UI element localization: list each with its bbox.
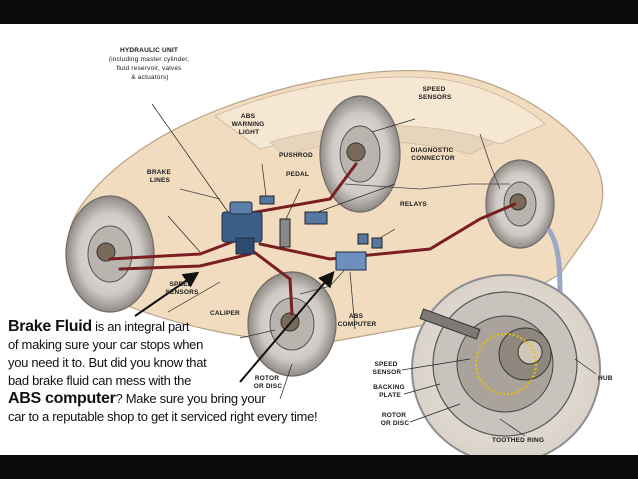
slide: HYDRAULIC UNIT (including master cylinde… — [0, 24, 638, 455]
leader-lines — [151, 103, 597, 437]
label-pedal: PEDAL — [286, 171, 309, 178]
label-brake-lines: BRAKE LINES — [147, 169, 173, 184]
hydraulic-unit — [221, 201, 263, 255]
inset-detail — [411, 274, 601, 455]
diagram-labels: HYDRAULIC UNIT (including master cylinde… — [109, 47, 613, 444]
caption-line-5: ABS computer? Make sure you bring your — [8, 390, 266, 407]
caption: Brake Fluid is an integral part of makin… — [8, 318, 368, 426]
callout-arrows — [134, 270, 335, 383]
relays — [357, 233, 383, 249]
label-speed-sensor-inset: SPEED SENSOR — [373, 361, 402, 376]
abs-computer-box — [335, 251, 367, 271]
wheel-front-center — [247, 271, 337, 377]
caption-term-brake-fluid: Brake Fluid — [8, 318, 92, 335]
wheel-rear-top — [319, 95, 401, 213]
label-diagnostic-connector: DIAGNOSTIC CONNECTOR — [411, 147, 456, 162]
label-relays: RELAYS — [400, 201, 427, 208]
label-speed-sensors-left: SPEED SENSORS — [165, 281, 199, 296]
caption-line-1: Brake Fluid is an integral part — [8, 318, 190, 335]
label-backing-plate: BACKING PLATE — [373, 384, 407, 399]
diagnostic-connector — [304, 211, 328, 225]
wheel-front-left — [65, 195, 155, 313]
wheel-rear-right — [485, 159, 555, 249]
caption-line-4: bad brake fluid can mess with the — [8, 373, 192, 388]
label-rotor-or-disc-center: ROTOR OR DISC — [254, 375, 283, 390]
label-pushrod: PUSHROD — [279, 152, 313, 159]
label-speed-sensors-top: SPEED SENSORS — [418, 86, 452, 101]
caption-line-6: car to a reputable shop to get it servic… — [8, 409, 318, 424]
label-rotor-or-disc-inset: ROTOR OR DISC — [381, 412, 410, 427]
pedal — [279, 218, 291, 248]
label-abs-computer: ABS COMPUTER — [338, 313, 377, 328]
caption-line-2: of making sure your car stops when — [8, 337, 204, 352]
label-toothed-ring: TOOTHED RING — [492, 437, 544, 444]
wiring — [179, 133, 510, 295]
label-hub: HUB — [598, 375, 613, 382]
inset-connector — [545, 227, 563, 295]
label-hydraulic-unit: HYDRAULIC UNIT (including master cylinde… — [109, 47, 192, 81]
label-caliper: CALIPER — [210, 310, 240, 317]
caption-term-abs-computer: ABS computer — [8, 390, 116, 407]
caption-line-3: you need it to. But did you know that — [8, 355, 207, 370]
label-abs-warning-light: ABS WARNING LIGHT — [232, 113, 267, 136]
abs-diagram: HYDRAULIC UNIT (including master cylinde… — [65, 47, 613, 455]
abs-warning-light — [259, 195, 275, 205]
